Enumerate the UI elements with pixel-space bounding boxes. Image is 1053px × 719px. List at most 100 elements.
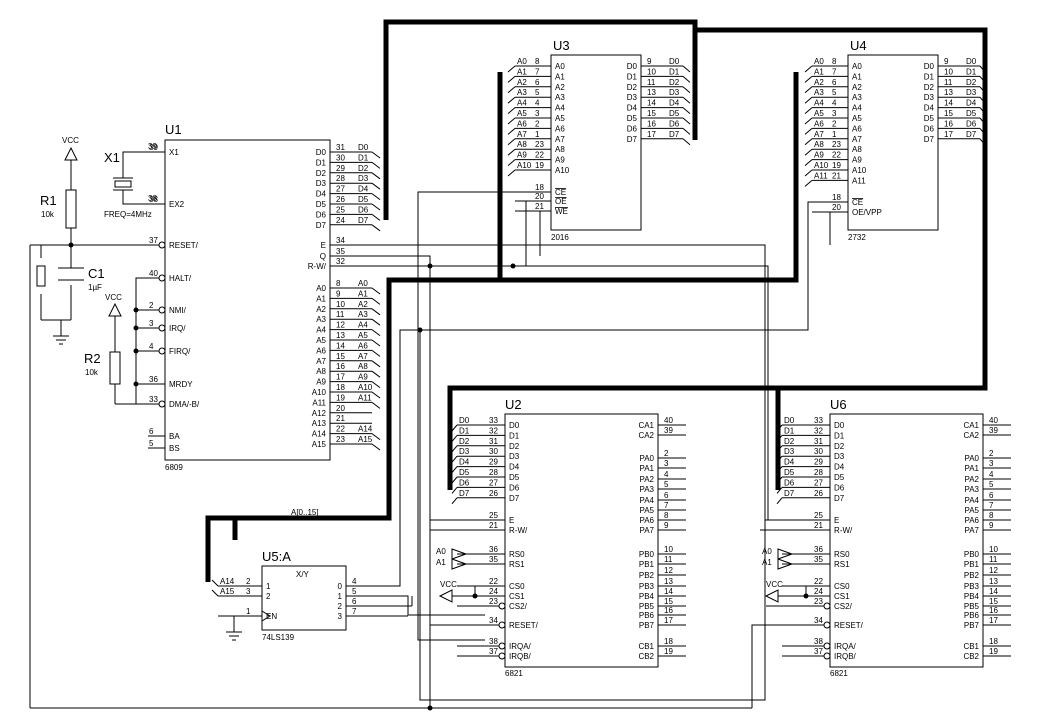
u4-pin-4-label: A4 — [852, 104, 862, 113]
u2-pin-23-number: 23 — [489, 597, 498, 606]
u2-pin-7-label: PA5 — [639, 506, 654, 515]
u1-net-d7: D7 — [358, 216, 369, 225]
u3-pin-8-number: 8 — [535, 57, 540, 66]
u1-pin-34-number: 34 — [336, 236, 345, 245]
junction-dot — [427, 263, 433, 269]
u6-pin-38-number: 38 — [814, 637, 823, 646]
u4-pin-3-number: 3 — [832, 109, 837, 118]
u2-pin-24-number: 24 — [489, 587, 498, 596]
u3-pin-14-number: 14 — [647, 99, 656, 108]
u6-pin-39-label: CA2 — [963, 431, 979, 440]
u6-pin-19-label: CB2 — [963, 652, 979, 661]
u4-pin-6-label: A2 — [852, 83, 862, 92]
u2-body — [504, 413, 659, 668]
u3-body — [550, 54, 642, 231]
u6-pin-3-number: 3 — [989, 459, 994, 468]
u6-pin-36-number: 36 — [814, 545, 823, 554]
u6-pin-5-label: PA3 — [964, 485, 979, 494]
u1-pin-35-label: Q — [320, 252, 326, 261]
u3-pin-1-label: A7 — [555, 135, 565, 144]
u4-net-a10: A10 — [814, 161, 829, 170]
u3-net-a4: A4 — [517, 99, 527, 108]
u1-pin-32-label: R-W/ — [308, 262, 327, 271]
u5-pin-6-label: 2 — [338, 602, 343, 611]
u6-pin-19-number: 19 — [989, 647, 998, 656]
u2-pin-10-number: 10 — [664, 545, 673, 554]
u3-net-d1: D1 — [669, 67, 680, 76]
u5-pin-4-number: 4 — [352, 577, 357, 586]
u6-pin-17-label: PB7 — [964, 621, 980, 630]
u6-pin-26-label: D7 — [834, 494, 845, 503]
u1-net-a0: A0 — [358, 279, 368, 288]
u2-pin-8-label: PA6 — [639, 516, 654, 525]
u2-pin-35-number: 35 — [489, 555, 498, 564]
u1-pin-20-number: 20 — [336, 404, 345, 413]
u6-pin-7-number: 7 — [989, 501, 994, 510]
u1-pin-22-label: A14 — [312, 430, 327, 439]
u5-pin-1-label: EN — [266, 612, 277, 621]
u1-pin-29-label: D2 — [316, 169, 327, 178]
u6-pin-35-label: RS1 — [834, 560, 850, 569]
u4-pin-18-label: CE — [852, 198, 863, 207]
u4-pin-1-number: 1 — [832, 130, 837, 139]
u2-pin-16-label: PB6 — [639, 611, 655, 620]
u6-pin-23-number: 23 — [814, 597, 823, 606]
u6-pin-28-label: D5 — [834, 473, 845, 482]
u4-pin-9-number: 9 — [944, 57, 949, 66]
u4-pin-17-number: 17 — [944, 130, 953, 139]
vcc-label-4: VCC — [766, 580, 783, 589]
u4-pin-14-label: D4 — [924, 104, 935, 113]
u1-pin-31-number: 31 — [336, 143, 345, 152]
x1-value: FREQ=4MHz — [104, 210, 152, 219]
u6-pin-40-number: 40 — [989, 416, 998, 425]
u3-pin-16-number: 16 — [647, 119, 656, 128]
u2-pin-15-number: 15 — [664, 597, 673, 606]
u1-net-d0: D0 — [358, 143, 369, 152]
u2-pin-12-number: 12 — [664, 566, 673, 575]
u3-pin-10-number: 10 — [647, 67, 656, 76]
u1-pin-5-label: BS — [169, 444, 180, 453]
u6-pin-14-label: PB4 — [964, 592, 980, 601]
u2-pin-19-label: CB2 — [638, 652, 654, 661]
u1-pin-20-label: A12 — [312, 409, 327, 418]
u3-pin-11-label: D2 — [627, 83, 638, 92]
u5-pin-2-label: 1 — [266, 582, 271, 591]
u6-pin-5-number: 5 — [989, 480, 994, 489]
u2-pin-8-number: 8 — [664, 511, 669, 520]
u2-pin-4-number: 4 — [664, 470, 669, 479]
x1-pin-bot: 38 — [148, 194, 157, 203]
u3-pin-20-label: OE — [555, 197, 567, 206]
u1-pin-11-label: A3 — [316, 315, 326, 324]
u3-net-a1: A1 — [517, 67, 527, 76]
u6-net-d6: D6 — [784, 478, 795, 487]
u1-pin-34-label: E — [321, 241, 326, 250]
u4-pin-5-label: A3 — [852, 93, 862, 102]
junction-dot — [133, 381, 139, 387]
u6-net-d0: D0 — [784, 416, 795, 425]
u6-pin-21-number: 21 — [814, 521, 823, 530]
u5-pin-2-number: 2 — [246, 577, 251, 586]
u2-pin-30-number: 30 — [489, 447, 498, 456]
u6-pin-31-label: D2 — [834, 442, 845, 451]
junction-dot — [133, 348, 139, 354]
u6-net-d1: D1 — [784, 426, 795, 435]
u2-pin-13-label: PB3 — [639, 582, 655, 591]
u2-pin-33-label: D0 — [509, 421, 520, 430]
u3-pin-15-label: D5 — [627, 114, 638, 123]
u1-pin-8-number: 8 — [336, 279, 341, 288]
u6-pin-6-label: PA4 — [964, 496, 979, 505]
u3-ref: U3 — [553, 38, 570, 53]
u3-pin-4-label: A4 — [555, 104, 565, 113]
u6-pin-28-number: 28 — [814, 468, 823, 477]
u1-pin-28-number: 28 — [336, 174, 345, 183]
u3-net-a2: A2 — [517, 78, 527, 87]
u4-pin-4-number: 4 — [832, 99, 837, 108]
u6-pin-17-number: 17 — [989, 616, 998, 625]
u5-ref: U5:A — [262, 549, 291, 564]
u1-pin-38-number: 38 — [149, 195, 158, 204]
u3-pin-9-number: 9 — [647, 57, 652, 66]
u1-net-a10: A10 — [358, 383, 373, 392]
u6-net-d3: D3 — [784, 447, 795, 456]
u1-pin-37-number: 37 — [149, 236, 158, 245]
